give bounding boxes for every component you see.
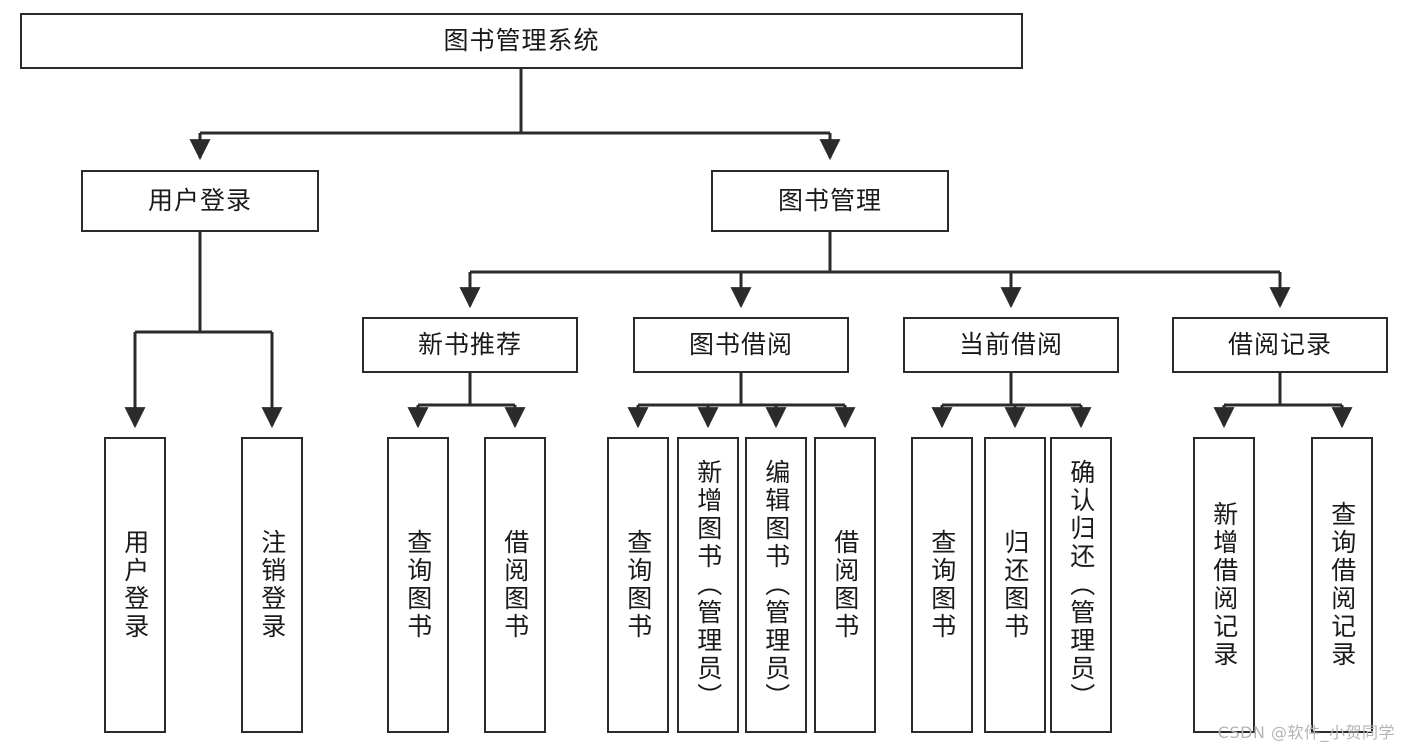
leaf-confirm-return-admin-label: 确认归还（管理员）: [1066, 459, 1096, 711]
node-book-borrow-label: 图书借阅: [688, 330, 793, 360]
node-book-management[interactable]: 图书管理: [711, 170, 949, 232]
leaf-query-book-borrow-label: 查询图书: [623, 529, 653, 641]
leaf-confirm-return-admin[interactable]: 确认归还（管理员）: [1050, 437, 1112, 733]
leaf-edit-book-admin-label: 编辑图书（管理员）: [761, 459, 791, 711]
leaf-logout-login-label: 注销登录: [257, 529, 287, 641]
node-book-management-label: 图书管理: [777, 186, 882, 216]
leaf-add-book-admin[interactable]: 新增图书（管理员）: [677, 437, 739, 733]
leaf-borrow-book-new[interactable]: 借阅图书: [484, 437, 546, 733]
leaf-return-book-label: 归还图书: [1000, 529, 1030, 641]
leaf-query-book-new[interactable]: 查询图书: [387, 437, 449, 733]
leaf-query-book-current[interactable]: 查询图书: [911, 437, 973, 733]
leaf-edit-book-admin[interactable]: 编辑图书（管理员）: [745, 437, 807, 733]
node-borrow-record-label: 借阅记录: [1227, 330, 1332, 360]
root-node-label: 图书管理系统: [443, 26, 600, 56]
node-new-book-recommend-label: 新书推荐: [417, 330, 522, 360]
leaf-user-login-label: 用户登录: [120, 529, 150, 641]
node-new-book-recommend[interactable]: 新书推荐: [362, 317, 578, 373]
leaf-borrow-book-label: 借阅图书: [830, 529, 860, 641]
node-user-login-label: 用户登录: [147, 186, 252, 216]
node-user-login[interactable]: 用户登录: [81, 170, 319, 232]
leaf-return-book[interactable]: 归还图书: [984, 437, 1046, 733]
leaf-query-borrow-record-label: 查询借阅记录: [1327, 501, 1357, 669]
leaf-add-book-admin-label: 新增图书（管理员）: [693, 459, 723, 711]
node-borrow-record[interactable]: 借阅记录: [1172, 317, 1388, 373]
node-current-borrow[interactable]: 当前借阅: [903, 317, 1119, 373]
root-node-system[interactable]: 图书管理系统: [20, 13, 1023, 69]
node-current-borrow-label: 当前借阅: [958, 330, 1063, 360]
node-book-borrow[interactable]: 图书借阅: [633, 317, 849, 373]
leaf-add-borrow-record[interactable]: 新增借阅记录: [1193, 437, 1255, 733]
leaf-user-login[interactable]: 用户登录: [104, 437, 166, 733]
leaf-query-book-new-label: 查询图书: [403, 529, 433, 641]
leaf-query-book-current-label: 查询图书: [927, 529, 957, 641]
leaf-query-borrow-record[interactable]: 查询借阅记录: [1311, 437, 1373, 733]
csdn-watermark: CSDN @软件_小贺同学: [1217, 723, 1395, 742]
leaf-query-book-borrow[interactable]: 查询图书: [607, 437, 669, 733]
leaf-logout-login[interactable]: 注销登录: [241, 437, 303, 733]
leaf-borrow-book[interactable]: 借阅图书: [814, 437, 876, 733]
leaf-borrow-book-new-label: 借阅图书: [500, 529, 530, 641]
leaf-add-borrow-record-label: 新增借阅记录: [1209, 501, 1239, 669]
